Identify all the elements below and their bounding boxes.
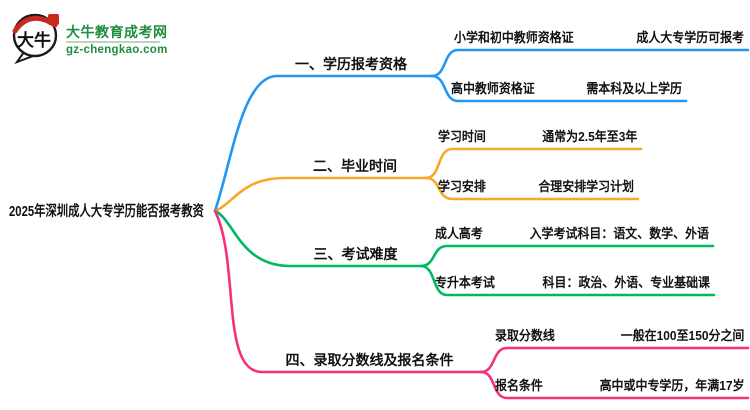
branch2-curve [213,176,428,213]
branch3-child-row: 成人高考 入学考试科目：语文、数学、外语 [421,225,713,243]
branch1-curve [213,74,434,213]
branch2-child2-line [424,176,640,201]
branch2-child-row: 学习时间 通常为2.5年至3年 [424,128,641,146]
logo-bubble [12,13,58,58]
branch4-child1-line [479,346,750,374]
site-logo[interactable]: 大牛 大牛教育成考网 gz-chengkao.com [10,10,210,66]
branch2-label: 二、毕业时间 [313,158,397,174]
node-value: 科目：政治、外语、专业基础课 [542,275,710,290]
node-label: 学习安排 [438,179,486,194]
branch3-label: 三、考试难度 [313,246,398,262]
brand-url[interactable]: gz-chengkao.com [66,44,168,56]
branch1-child-row: 高中教师资格证 需本科及以上学历 [437,80,686,98]
node-value: 通常为2.5年至3年 [541,129,637,144]
node-value: 合理安排学习计划 [538,179,634,194]
node-label: 小学和初中教师资格证 [454,30,574,45]
node-label: 高中教师资格证 [451,81,535,96]
node-value: 高中或中专学历，年满17岁 [599,378,744,393]
branch2-child1-line [424,147,643,180]
branch1-child2-line [430,74,688,103]
logo-seal [48,14,59,25]
logo-bull-icon: 大牛 [12,13,59,64]
node-label: 录取分数线 [495,328,555,343]
node-label: 报名条件 [495,378,543,393]
root-topic: 2025年深圳成人大专学历能否报考教资 [9,204,204,220]
node-value: 入学考试科目：语文、数学、外语 [529,226,709,241]
node-label: 学习时间 [438,129,486,144]
logo-mark-text: 大牛 [17,30,51,50]
branch4-child-row: 报名条件 高中或中专学历，年满17岁 [481,377,748,395]
branch1-label: 一、学历报考资格 [295,56,407,72]
branch4-child2-line [479,370,750,400]
node-value: 一般在100至150分之间 [620,328,744,343]
branch4-child-row: 录取分数线 一般在100至150分之间 [481,327,748,345]
branch4-curve [213,209,483,374]
brand-title[interactable]: 大牛教育成考网 [66,24,168,40]
branch2-child-row: 学习安排 合理安排学习计划 [424,178,638,196]
node-label: 成人高考 [435,226,483,241]
node-value: 成人大专学历可报考 [636,30,744,45]
branch3-child-row: 专升本考试 科目：政治、外语、专业基础课 [421,274,714,292]
brand-divider [66,41,160,43]
branch1-child1-line [430,48,750,78]
branch4-label: 四、录取分数线及报名条件 [285,352,454,368]
branch1-child-row: 小学和初中教师资格证 成人大专学历可报考 [440,29,748,47]
branch3-child2-line [419,264,716,297]
node-label: 专升本考试 [435,275,495,290]
branch3-child1-line [419,244,715,268]
branch3-curve [213,209,423,268]
node-value: 需本科及以上学历 [586,81,682,96]
